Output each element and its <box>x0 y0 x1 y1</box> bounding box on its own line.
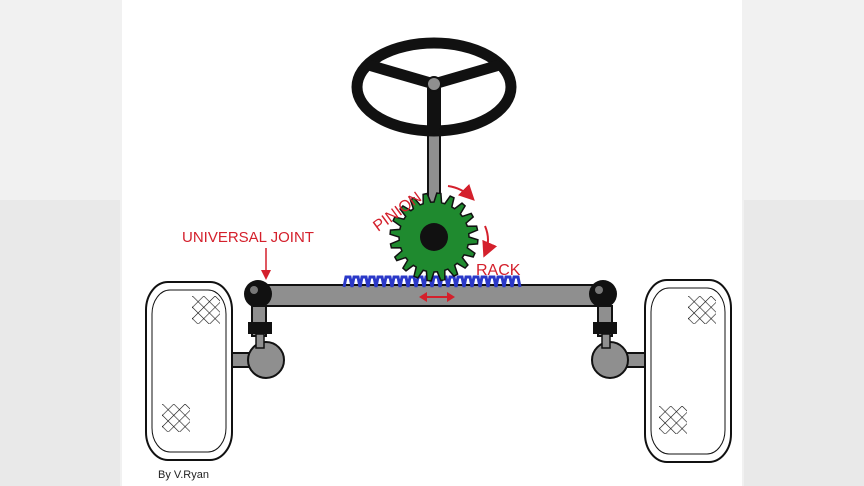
curved-arrow-icon <box>447 183 475 201</box>
gear-icon <box>389 192 479 282</box>
rack-teeth <box>342 275 522 288</box>
steering-wheel-icon <box>351 37 517 137</box>
right-arm-clamp <box>593 322 617 334</box>
tie-rod-bar <box>264 284 604 307</box>
double-arrow-icon <box>419 292 455 302</box>
rack-label: RACK <box>476 262 521 279</box>
left-kingpin-hub <box>247 341 285 379</box>
left-blur-panel <box>0 200 120 486</box>
left-arm-clamp <box>248 322 272 334</box>
left-wheel <box>145 281 233 461</box>
right-blur-panel <box>744 200 864 486</box>
left-universal-joint <box>244 280 272 308</box>
credit-label: By V.Ryan <box>158 469 209 481</box>
right-wheel <box>644 279 732 463</box>
right-universal-joint <box>589 280 617 308</box>
universal-joint-label: UNIVERSAL JOINT <box>182 229 314 246</box>
curved-arrow-icon <box>482 225 498 258</box>
